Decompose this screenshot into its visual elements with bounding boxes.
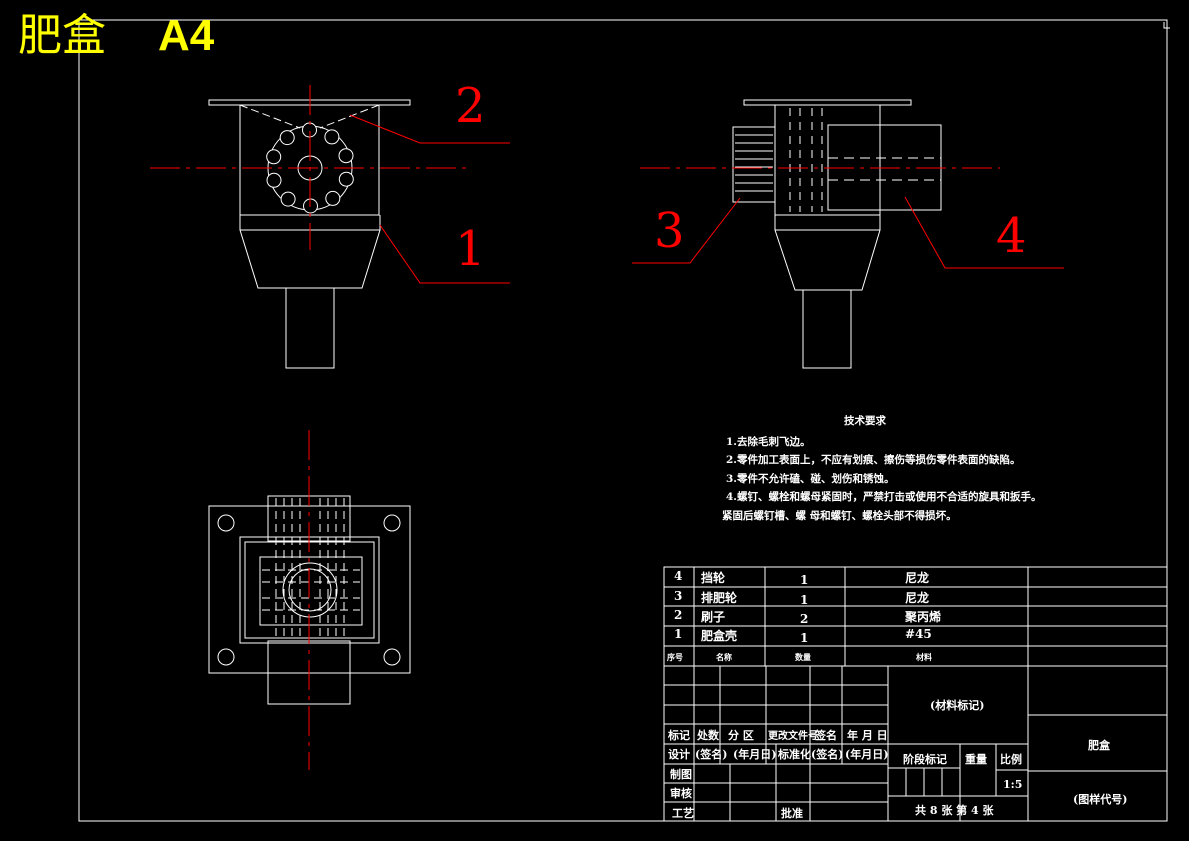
draw-label: 制图 xyxy=(670,768,692,781)
drawing-code: (图样代号) xyxy=(1073,793,1128,806)
title-block-lines xyxy=(663,566,1168,822)
sheet-size: A4 xyxy=(158,11,215,60)
part-no: 2 xyxy=(674,608,683,622)
part-material: 聚丙烯 xyxy=(905,610,942,624)
part-material: #45 xyxy=(905,627,932,641)
tech-item: 3.零件不允许磕、碰、划伤和锈蚀。 xyxy=(726,472,895,485)
standard-label: 标准化 xyxy=(778,748,811,761)
drawing-border xyxy=(78,19,1168,822)
part-material: 尼龙 xyxy=(905,571,930,585)
sheet-count: 共 8 张 第 4 张 xyxy=(915,804,994,817)
design-label: 设计 xyxy=(668,748,690,761)
part-qty: 1 xyxy=(800,573,809,587)
front-view xyxy=(208,99,411,369)
header-material: 材料 xyxy=(916,652,932,662)
scale-value: 1:5 xyxy=(1003,778,1023,791)
weight-label: 重量 xyxy=(965,753,987,766)
part-name: 刷子 xyxy=(701,610,726,624)
part-name: 肥盒壳 xyxy=(701,629,738,643)
material-mark: (材料标记) xyxy=(930,699,985,712)
process-label: 工艺 xyxy=(672,807,694,820)
check-label: 审核 xyxy=(670,787,692,800)
callout-4: 4 xyxy=(996,208,1027,264)
part-material: 尼龙 xyxy=(905,591,930,605)
scale-label: 比例 xyxy=(1000,753,1022,766)
design-sign: (签名) xyxy=(695,748,728,761)
part-no: 1 xyxy=(674,627,683,641)
tech-item: 2.零件加工表面上，不应有划痕、擦伤等损伤零件表面的缺陷。 xyxy=(726,454,1021,466)
side-view xyxy=(732,99,942,369)
design-date: (年月日) xyxy=(733,748,777,761)
drawing-name: 肥盒 xyxy=(18,10,106,61)
part-qty: 1 xyxy=(800,593,809,607)
rev-header: 更改文件号 xyxy=(768,731,818,742)
rev-header: 处数 xyxy=(697,729,719,742)
approve-label: 批准 xyxy=(781,807,803,820)
header-qty: 数量 xyxy=(795,652,811,662)
tech-title: 技术要求 xyxy=(844,415,886,427)
callout-1: 1 xyxy=(455,221,486,277)
rev-header: 标记 xyxy=(668,729,690,742)
part-no: 4 xyxy=(674,569,683,583)
callout-2: 2 xyxy=(455,78,486,134)
rev-header: 签名 xyxy=(815,729,837,742)
standard-date: (年月日) xyxy=(845,748,889,761)
part-qty: 1 xyxy=(800,631,809,645)
tech-item: 紧固后螺钉槽、螺 母和螺钉、螺栓头部不得损坏。 xyxy=(722,509,957,522)
callout-3: 3 xyxy=(654,203,685,259)
part-no: 3 xyxy=(674,589,683,603)
tech-item: 1.去除毛刺飞边。 xyxy=(726,435,811,448)
part-title: 肥盒 xyxy=(1088,739,1110,752)
part-name: 排肥轮 xyxy=(701,591,738,605)
stage-mark-label: 阶段标记 xyxy=(903,753,947,766)
technical-requirements: 技术要求 1.去除毛刺飞边。 2.零件加工表面上，不应有划痕、擦伤等损伤零件表面… xyxy=(700,412,1060,525)
part-name: 挡轮 xyxy=(701,571,726,585)
standard-sign: (签名) xyxy=(811,748,844,761)
header-name: 名称 xyxy=(716,652,732,662)
header-no: 序号 xyxy=(667,652,683,662)
rev-header: 分 区 xyxy=(728,729,754,742)
part-qty: 2 xyxy=(800,612,809,626)
tech-item: 4.螺钉、螺栓和螺母紧固时，严禁打击或使用不合适的旋具和扳手。 xyxy=(726,491,1042,503)
rev-header: 年 月 日 xyxy=(847,729,888,742)
